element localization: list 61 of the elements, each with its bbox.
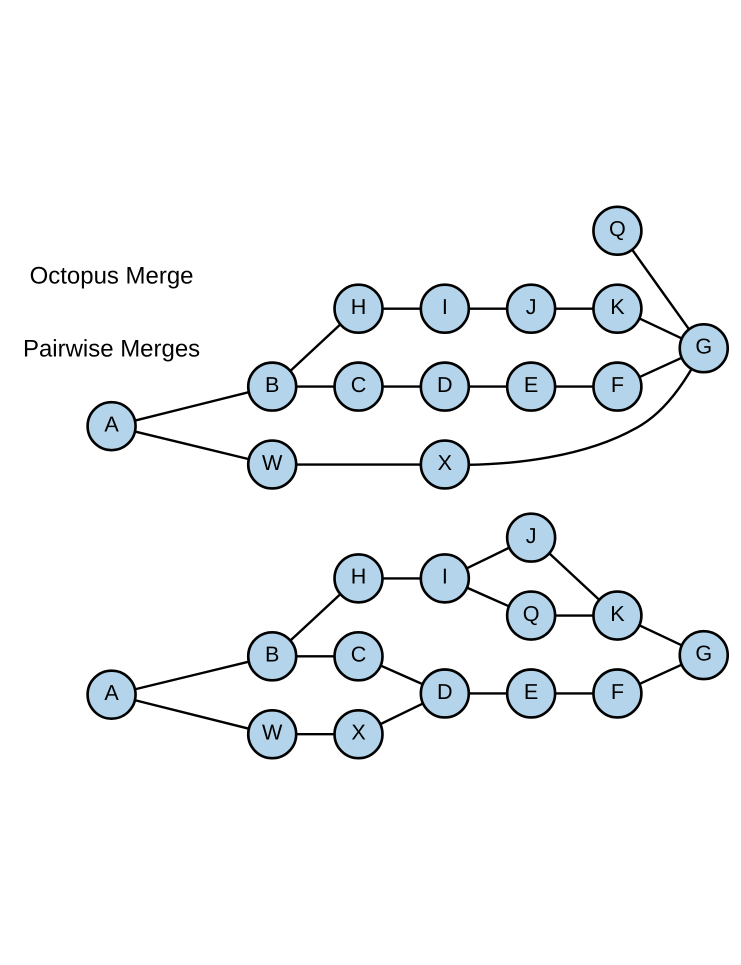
connector <box>466 546 510 570</box>
node-circle: E <box>506 361 556 412</box>
connector <box>468 692 508 695</box>
connector <box>296 385 334 388</box>
connector <box>632 249 690 330</box>
connector <box>555 692 594 695</box>
connector <box>134 699 250 730</box>
node-circle: D <box>420 361 470 412</box>
node-circle: I <box>420 553 470 604</box>
connector <box>382 307 421 310</box>
node-circle: W <box>246 439 298 490</box>
node-circle: G <box>678 630 730 680</box>
node-circle: Q <box>592 205 643 256</box>
connector <box>290 593 342 642</box>
connector <box>382 577 421 580</box>
label: Octopus Merge <box>30 262 194 290</box>
node-circle: A <box>86 400 137 452</box>
connector <box>639 356 682 378</box>
node-circle: C <box>333 631 384 682</box>
connector <box>466 586 509 608</box>
connector <box>134 391 250 422</box>
connector <box>134 660 250 690</box>
node-circle: G <box>678 322 730 374</box>
connector <box>638 317 682 340</box>
connector <box>638 624 682 646</box>
node-circle: H <box>333 283 384 334</box>
node-circle: E <box>506 668 556 719</box>
connector <box>380 702 424 726</box>
node-circle: H <box>333 553 384 604</box>
connector <box>468 307 508 310</box>
node-circle: J <box>506 283 556 334</box>
connector <box>296 655 334 658</box>
label: Pairwise Merges <box>23 336 200 363</box>
connector <box>290 324 342 372</box>
connector <box>382 385 421 388</box>
connector <box>134 430 250 460</box>
node-circle: B <box>246 631 298 682</box>
node-circle: J <box>506 512 556 563</box>
connector <box>555 385 594 388</box>
node-circle: Q <box>506 590 556 641</box>
connector <box>468 368 692 466</box>
connector <box>296 463 420 466</box>
node-circle: C <box>333 361 384 412</box>
connector <box>548 552 600 601</box>
connector <box>555 614 594 617</box>
node-circle: I <box>420 283 470 334</box>
connector <box>468 385 508 388</box>
connector <box>296 733 334 736</box>
connector <box>639 664 682 685</box>
node-circle: K <box>592 590 643 641</box>
node-circle: W <box>246 708 298 760</box>
connector <box>555 307 594 310</box>
node-circle: X <box>333 708 384 760</box>
node-circle: F <box>592 361 643 412</box>
connector <box>380 664 423 686</box>
node-circle: B <box>246 361 298 412</box>
node-circle: F <box>592 668 643 719</box>
node-circle: X <box>420 439 470 490</box>
node-circle: A <box>86 669 137 720</box>
node-circle: D <box>420 668 470 719</box>
node-circle: K <box>592 283 643 334</box>
